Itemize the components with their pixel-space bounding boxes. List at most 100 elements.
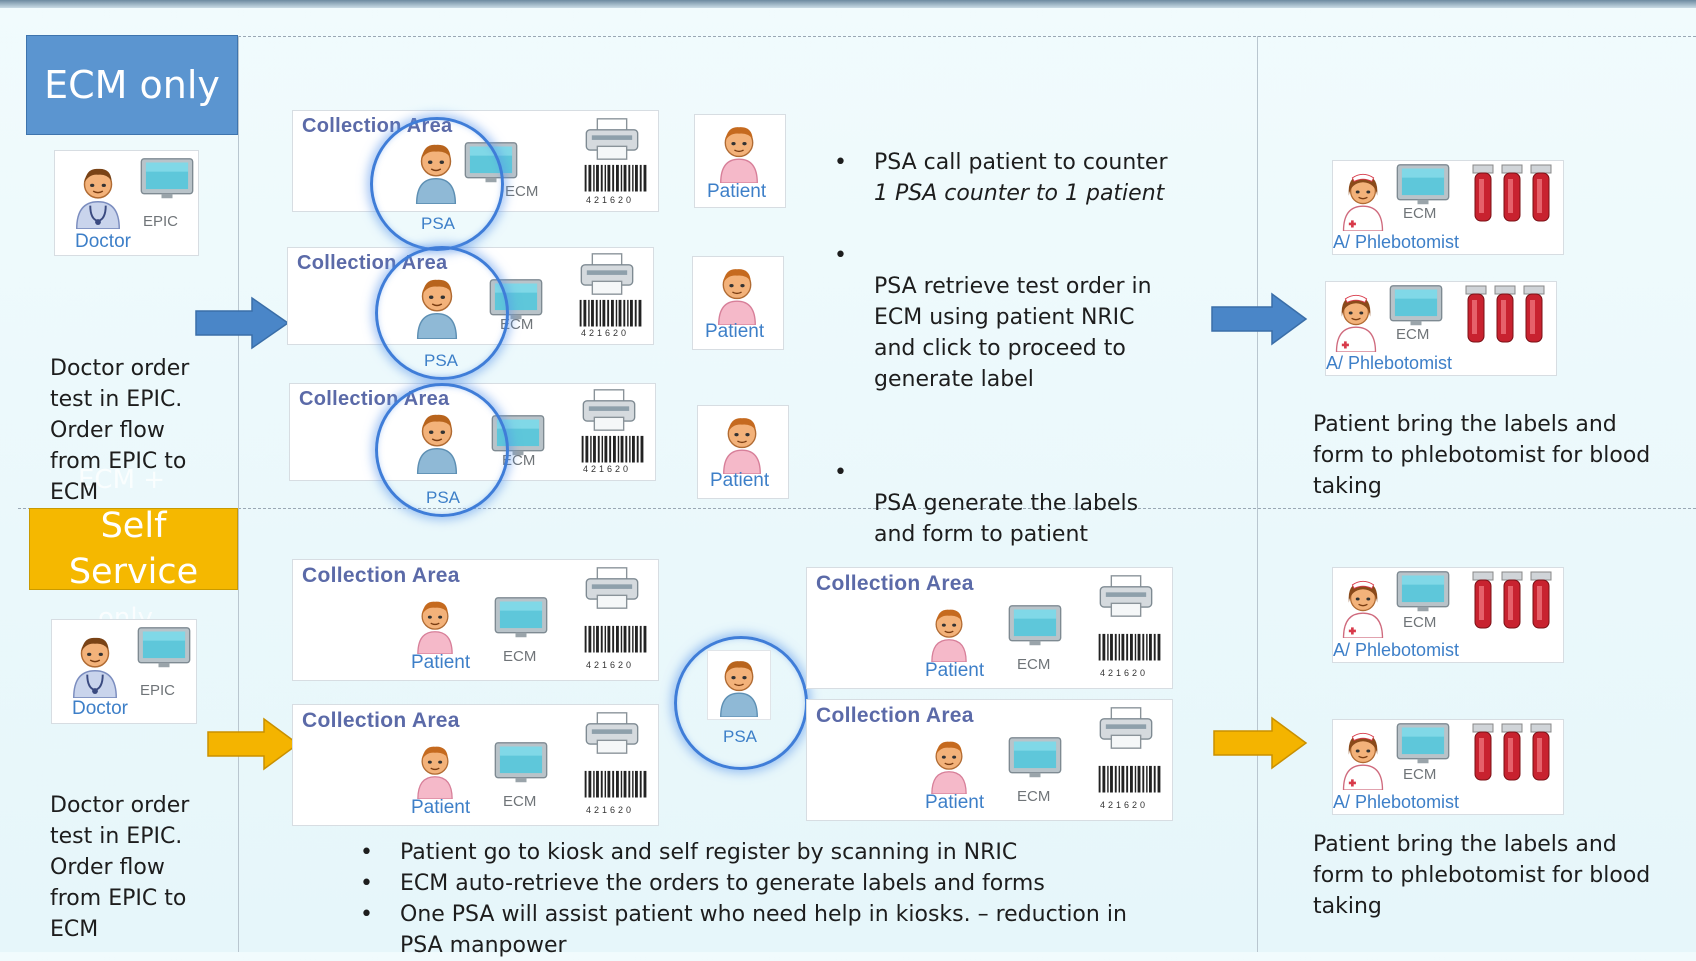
printer-icon [580, 388, 638, 432]
collection-area-title: Collection Area [816, 704, 974, 727]
psa-label: PSA [424, 351, 459, 370]
blue-arrow-icon [1211, 292, 1308, 346]
psa-person-icon [408, 271, 466, 339]
doctor-card: EPIC Doctor [51, 619, 197, 724]
psa-helper-card [707, 650, 771, 720]
barcode-number: 421620 [586, 195, 635, 205]
printer-icon [583, 566, 641, 610]
kiosk-step: Patient go to kiosk and self register by… [360, 837, 1260, 868]
nurse-icon [1335, 576, 1391, 638]
blood-tubes-icon [1467, 163, 1557, 227]
collection-area-title: Collection Area [302, 709, 460, 732]
result-text: Patient bring the labels and form to phl… [1313, 832, 1651, 919]
ecm-monitor-icon [1007, 604, 1063, 648]
self-service-title: Self Service [68, 506, 199, 592]
nurse-icon [1335, 728, 1391, 790]
ecm-label: ECM [1403, 205, 1437, 222]
epic-label: EPIC [143, 213, 179, 230]
step-main-text: PSA call patient to counter [874, 150, 1168, 175]
patient-label: Patient [705, 321, 765, 342]
psa-ring: PSA [370, 117, 504, 251]
doctor-order-text: Doctor order test in EPIC. Order flow fr… [50, 793, 190, 942]
psa-label: PSA [421, 214, 456, 233]
ecm-only-header: ECM only [26, 35, 238, 135]
patient-icon [409, 739, 461, 799]
phlebotomist-label: A/ Phlebotomist [1333, 640, 1460, 660]
psa-steps-list: PSA call patient to counter 1 PSA counte… [834, 147, 1234, 581]
patient-label: Patient [411, 652, 471, 673]
ecm-label: ECM [505, 183, 539, 200]
blood-tubes-icon [1460, 284, 1550, 348]
doctor-icon [69, 161, 127, 229]
step-sub-text: 1 PSA counter to 1 patient [874, 181, 1165, 206]
barcode-number: 421620 [586, 805, 635, 815]
patient-label: Patient [925, 792, 985, 813]
patient-label: Patient [411, 797, 471, 818]
patient-label: Patient [707, 181, 767, 202]
patient-icon [923, 734, 975, 794]
barcode-icon [1096, 764, 1164, 802]
ecm-monitor-icon [1007, 736, 1063, 780]
psa-ring: PSA [375, 246, 509, 380]
ecm-monitor-icon [493, 741, 549, 785]
epic-label: EPIC [140, 682, 176, 699]
psa-label: PSA [426, 488, 461, 507]
ecm-monitor-icon [1395, 163, 1451, 207]
kiosk-collection-card: Collection Area Patient ECM 421620 [292, 704, 659, 826]
step-main-text: PSA retrieve test order in ECM using pat… [874, 274, 1152, 392]
blue-arrow-icon [195, 296, 290, 350]
printer-icon [583, 117, 641, 161]
phlebotomist-card: ECM A/ Phlebotomist [1332, 567, 1564, 663]
doctor-card: EPIC Doctor [54, 150, 199, 256]
barcode-number: 421620 [1100, 668, 1149, 678]
doctor-label: Doctor [75, 231, 131, 252]
ecm-label: ECM [503, 793, 537, 810]
barcode-number: 421620 [583, 464, 632, 474]
ecm-label: ECM [1403, 766, 1437, 783]
patient-icon [714, 410, 770, 474]
psa-person-icon [711, 653, 767, 717]
step-text: One PSA will assist patient who need hel… [400, 902, 1127, 958]
collection-area-title: Collection Area [302, 564, 460, 587]
phlebotomist-label: A/ Phlebotomist [1333, 232, 1460, 252]
barcode-number: 421620 [581, 328, 630, 338]
doctor-label: Doctor [72, 698, 128, 719]
overlap-text-top: ECM + [78, 465, 166, 495]
psa-person-icon [408, 406, 466, 474]
barcode-number: 421620 [1100, 800, 1149, 810]
patient-card: Patient [697, 405, 789, 499]
psa-person-icon [407, 136, 465, 204]
ecm-monitor-icon [493, 596, 549, 640]
psa-helper-ring: PSA [674, 636, 808, 770]
ecm-label: ECM [503, 648, 537, 665]
blood-tubes-icon [1467, 570, 1557, 634]
ecm-monitor-icon [1395, 722, 1451, 766]
printer-icon [578, 252, 636, 296]
kiosk-steps-list: Patient go to kiosk and self register by… [360, 837, 1260, 961]
kiosk-step: One PSA will assist patient who need hel… [360, 899, 1260, 961]
kiosk-collection-card: Collection Area Patient ECM 421620 [806, 699, 1173, 821]
psa-step: PSA call patient to counter 1 PSA counte… [834, 147, 1234, 209]
psa-step: PSA generate the labels and form to pati… [834, 457, 1234, 581]
top-divider [238, 36, 1696, 37]
barcode-icon [1096, 632, 1164, 670]
phlebotomist-card: ECM A/ Phlebotomist [1325, 281, 1557, 376]
ecm-monitor-icon [1388, 284, 1444, 328]
phlebotomist-card: ECM A/ Phlebotomist [1332, 719, 1564, 815]
self-service-header: Self Service [29, 506, 238, 592]
doctor-icon [66, 630, 124, 698]
printer-icon [583, 711, 641, 755]
patient-card: Patient [692, 256, 784, 350]
result-text: Patient bring the labels and form to phl… [1313, 412, 1651, 499]
left-column-divider [238, 36, 239, 952]
barcode-icon [582, 624, 650, 662]
patient-icon [923, 602, 975, 662]
patient-icon [711, 119, 767, 183]
ecm-label: ECM [502, 452, 536, 469]
psa-ring: PSA [375, 383, 509, 517]
doctor-order-text: Doctor order test in EPIC. Order flow fr… [50, 356, 190, 505]
top-band [0, 0, 1696, 8]
kiosk-collection-card: Collection Area Patient ECM 421620 [292, 559, 659, 681]
barcode-number: 421620 [586, 660, 635, 670]
ecm-only-title: ECM only [44, 63, 220, 107]
